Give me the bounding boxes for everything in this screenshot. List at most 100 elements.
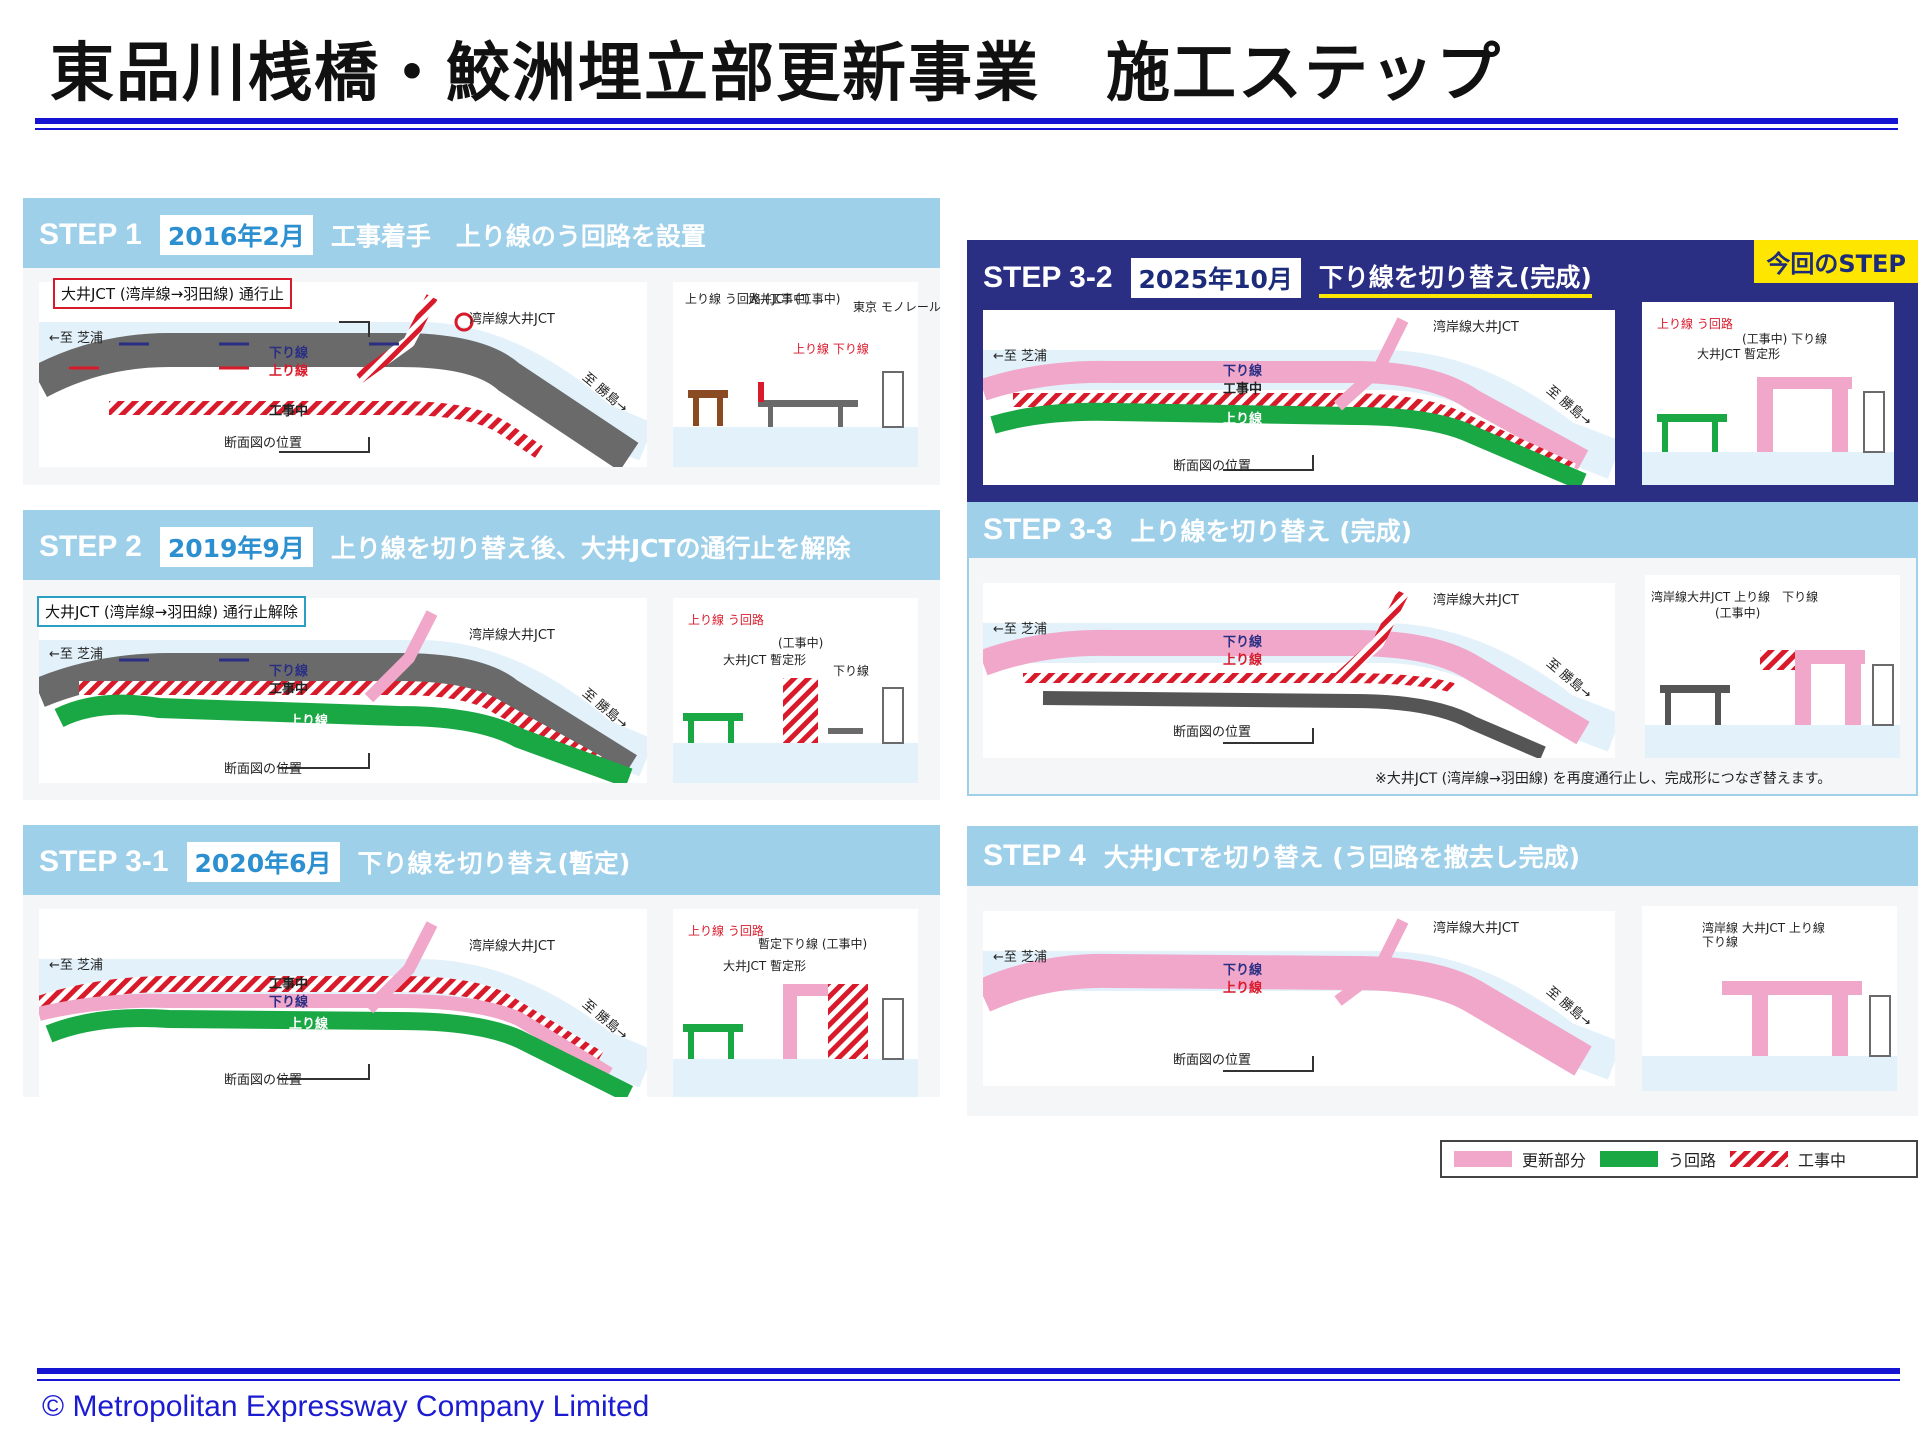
shibaura-label: ←至 芝浦 xyxy=(993,950,1048,965)
step-description: 上り線を切り替え後、大井JCTの通行止を解除 xyxy=(330,534,851,563)
under-construction-label: 工事中 xyxy=(269,404,309,419)
legend: 更新部分 う回路 工事中 xyxy=(1440,1140,1918,1178)
footer-rule xyxy=(37,1368,1900,1374)
step2-cross-section: 上り線 う回路 (工事中) 大井JCT 暫定形 下り線 xyxy=(673,598,918,783)
down-line-label: 下り線 xyxy=(269,664,309,679)
step-description: 下り線を切り替え(完成) xyxy=(1318,258,1592,298)
step33-header: STEP 3-3 上り線を切り替え (完成) xyxy=(967,502,1918,558)
step-label: STEP 3-2 xyxy=(983,261,1113,294)
step-description: 大井JCTを切り替え (う回路を撤去し完成) xyxy=(1103,843,1581,872)
step1-callout: 大井JCT (湾岸線→羽田線) 通行止 xyxy=(53,278,292,309)
down-line-label: 下り線 xyxy=(1223,963,1263,978)
step-description: 工事着手 上り線のう回路を設置 xyxy=(330,222,706,251)
step2-callout: 大井JCT (湾岸線→羽田線) 通行止解除 xyxy=(37,596,306,627)
section-label: 大井JCT (工事中) xyxy=(748,292,841,306)
step-date: 2025年10月 xyxy=(1130,258,1301,298)
header-rule xyxy=(35,118,1898,124)
step1-panel: STEP 1 2016年2月 工事着手 上り線のう回路を設置 ←至 芝浦 湾岸線… xyxy=(23,198,941,485)
section-label: (工事中) xyxy=(1715,606,1761,620)
up-line-label: 上り線 xyxy=(1223,412,1263,427)
down-line-label: 下り線 xyxy=(269,346,309,361)
step33-note: ※大井JCT (湾岸線→羽田線) を再度通行止し、完成形につなぎ替えます。 xyxy=(1375,771,1832,787)
shibaura-label: ←至 芝浦 xyxy=(49,647,104,662)
footer-rule-thin xyxy=(37,1379,1900,1381)
step2-panel: STEP 2 2019年9月 上り線を切り替え後、大井JCTの通行止を解除 ←至… xyxy=(23,510,940,800)
under-construction-label: 工事中 xyxy=(269,682,309,697)
section-label: 上り線 う回路 xyxy=(1657,317,1733,331)
section-position-label: 断面図の位置 xyxy=(1173,1053,1252,1068)
step31-panel: STEP 3-1 2020年6月 下り線を切り替え(暫定) ←至 芝浦 湾岸線大… xyxy=(23,825,940,1097)
step-label: STEP 1 xyxy=(39,218,142,251)
down-line-label: 下り線 xyxy=(1223,364,1263,379)
section-label: 大井JCT 暫定形 xyxy=(723,653,807,667)
up-line-label: 上り線 xyxy=(269,364,309,379)
step4-panel: STEP 4 大井JCTを切り替え (う回路を撤去し完成) ←至 芝浦 湾岸線大… xyxy=(967,826,1918,1116)
jct-label: 湾岸線大井JCT xyxy=(1433,593,1519,608)
legend-label: 更新部分 xyxy=(1522,1151,1587,1170)
section-label: 東京 モノレール xyxy=(853,300,941,314)
current-step-badge: 今回のSTEP xyxy=(1754,240,1918,283)
step2-plan-map: ←至 芝浦 湾岸線大井JCT 下り線 工事中 上り線 至 勝島→ 断面図の位置 xyxy=(39,598,647,783)
legend-item-detour: う回路 xyxy=(1600,1147,1716,1171)
up-line-label: 上り線 xyxy=(1223,981,1263,996)
jct-label: 湾岸線大井JCT xyxy=(469,939,555,954)
step31-plan-map: ←至 芝浦 湾岸線大井JCT 工事中 下り線 上り線 至 勝島→ 断面図の位置 xyxy=(39,909,647,1097)
legend-item-renewal: 更新部分 xyxy=(1454,1147,1586,1171)
callout-text: 大井JCT (湾岸線→羽田線) 通行止解除 xyxy=(45,603,298,621)
shibaura-label: ←至 芝浦 xyxy=(49,958,104,973)
step-label: STEP 2 xyxy=(39,530,142,563)
step-date: 2020年6月 xyxy=(186,842,340,882)
section-label: (工事中) xyxy=(778,636,824,650)
header-rule-thin xyxy=(35,128,1898,130)
jct-label: 湾岸線大井JCT xyxy=(1433,921,1519,936)
up-line-label: 上り線 xyxy=(289,1017,329,1032)
copyright: © Metropolitan Expressway Company Limite… xyxy=(42,1390,650,1423)
step4-plan-map: ←至 芝浦 湾岸線大井JCT 下り線 上り線 至 勝島→ 断面図の位置 xyxy=(983,911,1615,1086)
section-position-label: 断面図の位置 xyxy=(1173,725,1252,740)
section-label: 下り線 xyxy=(833,664,870,678)
section-label: (工事中) 下り線 xyxy=(1742,332,1828,346)
legend-label: 工事中 xyxy=(1798,1151,1847,1170)
step1-plan-map: ←至 芝浦 湾岸線大井JCT 下り線 上り線 工事中 至 勝島→ 断面図の位置 xyxy=(39,282,647,467)
section-position-label: 断面図の位置 xyxy=(224,1073,303,1088)
callout-text: 大井JCT (湾岸線→羽田線) 通行止 xyxy=(61,285,284,303)
section-label: 上り線 う回路 xyxy=(688,613,764,627)
step-description: 上り線を切り替え (完成) xyxy=(1130,517,1413,546)
step2-header: STEP 2 2019年9月 上り線を切り替え後、大井JCTの通行止を解除 xyxy=(23,510,940,580)
step33-plan-map: ←至 芝浦 湾岸線大井JCT 下り線 上り線 至 勝島→ 断面図の位置 xyxy=(983,583,1615,758)
section-label: 大井JCT 暫定形 xyxy=(1697,347,1781,361)
step-label: STEP 4 xyxy=(983,839,1086,872)
step31-cross-section: 上り線 う回路 暫定下り線 (工事中) 大井JCT 暫定形 xyxy=(673,909,918,1097)
step4-header: STEP 4 大井JCTを切り替え (う回路を撤去し完成) xyxy=(967,826,1918,886)
shibaura-label: ←至 芝浦 xyxy=(993,622,1048,637)
section-label: 上り線 う回路 (工事中) xyxy=(685,292,810,306)
shibaura-label: ←至 芝浦 xyxy=(49,331,104,346)
legend-swatch xyxy=(1600,1151,1659,1167)
step-date: 2016年2月 xyxy=(159,215,313,255)
section-position-label: 断面図の位置 xyxy=(1173,459,1252,474)
shibaura-label: ←至 芝浦 xyxy=(993,349,1048,364)
step-date: 2019年9月 xyxy=(159,527,313,567)
step32-plan-map: ←至 芝浦 湾岸線大井JCT 下り線 工事中 上り線 至 勝島→ 断面図の位置 xyxy=(983,310,1615,485)
jct-label: 湾岸線大井JCT xyxy=(1433,320,1519,335)
step33-cross-section: 湾岸線大井JCT 上り線 下り線 (工事中) xyxy=(1645,575,1900,758)
down-line-label: 下り線 xyxy=(1223,635,1263,650)
legend-swatch xyxy=(1730,1151,1789,1167)
step1-header: STEP 1 2016年2月 工事着手 上り線のう回路を設置 xyxy=(23,198,940,268)
section-label: 暫定下り線 (工事中) xyxy=(758,937,868,951)
down-line-label: 下り線 xyxy=(269,995,309,1010)
section-label: 湾岸線大井JCT 上り線 下り線 xyxy=(1651,590,1819,604)
step1-cross-section: 上り線 う回路 (工事中) 大井JCT (工事中) 東京 モノレール 上り線 下… xyxy=(673,282,941,467)
section-label: 湾岸線 大井JCT 上り線 下り線 xyxy=(1702,921,1825,949)
under-construction-label: 工事中 xyxy=(1223,382,1263,397)
jct-label: 湾岸線大井JCT xyxy=(469,312,555,327)
section-label: 上り線 下り線 xyxy=(793,342,869,356)
legend-item-construction: 工事中 xyxy=(1730,1147,1846,1171)
section-position-label: 断面図の位置 xyxy=(224,436,303,451)
step32-cross-section: 上り線 う回路 (工事中) 下り線 大井JCT 暫定形 xyxy=(1642,302,1894,485)
jct-label: 湾岸線大井JCT xyxy=(469,628,555,643)
legend-swatch xyxy=(1454,1151,1512,1167)
up-line-label: 上り線 xyxy=(289,714,329,729)
under-construction-label: 工事中 xyxy=(269,977,309,992)
section-label: 大井JCT 暫定形 xyxy=(723,959,807,973)
